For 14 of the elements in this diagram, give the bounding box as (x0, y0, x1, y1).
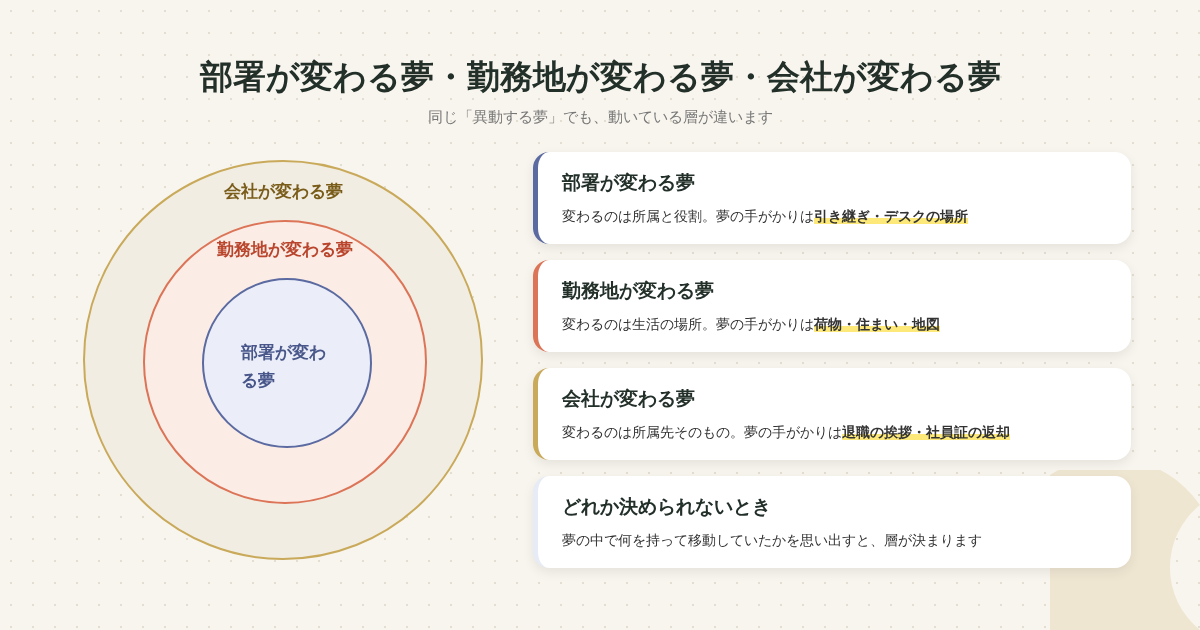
circle-label: 会社が変わる夢 (222, 180, 344, 203)
card-heading: どれか決められないとき (562, 494, 772, 519)
circle-label: 勤務地が変わる夢 (216, 238, 354, 261)
card-text: 夢の中で何を持って移動していたかを思い出すと、層が決まります (562, 532, 983, 550)
card-heading: 勤務地が変わる夢 (562, 278, 715, 303)
subtitle: 同じ「異動する夢」でも、動いている層が違います (426, 108, 774, 127)
info-card (533, 476, 1131, 568)
card-heading: 会社が変わる夢 (562, 386, 696, 411)
title: 部署が変わる夢・勤務地が変わる夢・会社が変わる夢 (198, 56, 1002, 98)
info-card (533, 260, 1131, 352)
circle-label: 部署が変わる夢 (241, 341, 327, 392)
info-card (533, 368, 1131, 460)
card-heading: 部署が変わる夢 (562, 170, 696, 195)
info-card (533, 152, 1131, 244)
